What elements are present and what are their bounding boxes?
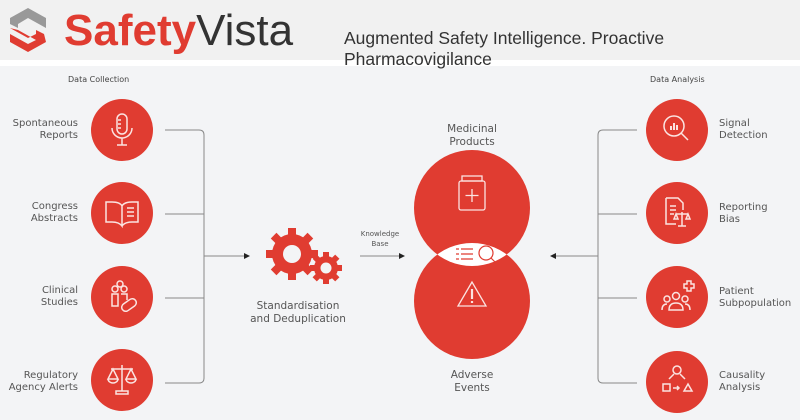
microphone-icon	[91, 99, 153, 161]
logo-icon	[10, 8, 46, 52]
group-plus-icon	[646, 266, 708, 328]
venn-diagram	[414, 150, 530, 359]
data-analysis-title: Data Analysis	[650, 75, 705, 84]
gears-icon	[264, 224, 348, 288]
brand-name: SafetyVista	[64, 6, 294, 55]
people-pill-icon	[91, 266, 153, 328]
tagline: Augmented Safety Intelligence. Proactive…	[344, 28, 665, 69]
causality-flow-icon	[646, 351, 708, 413]
chart-magnifier-icon	[646, 99, 708, 161]
header	[0, 0, 800, 60]
scales-icon	[91, 349, 153, 411]
data-collection-title: Data Collection	[68, 75, 130, 84]
open-book-icon	[91, 182, 153, 244]
document-scales-icon	[646, 182, 708, 244]
